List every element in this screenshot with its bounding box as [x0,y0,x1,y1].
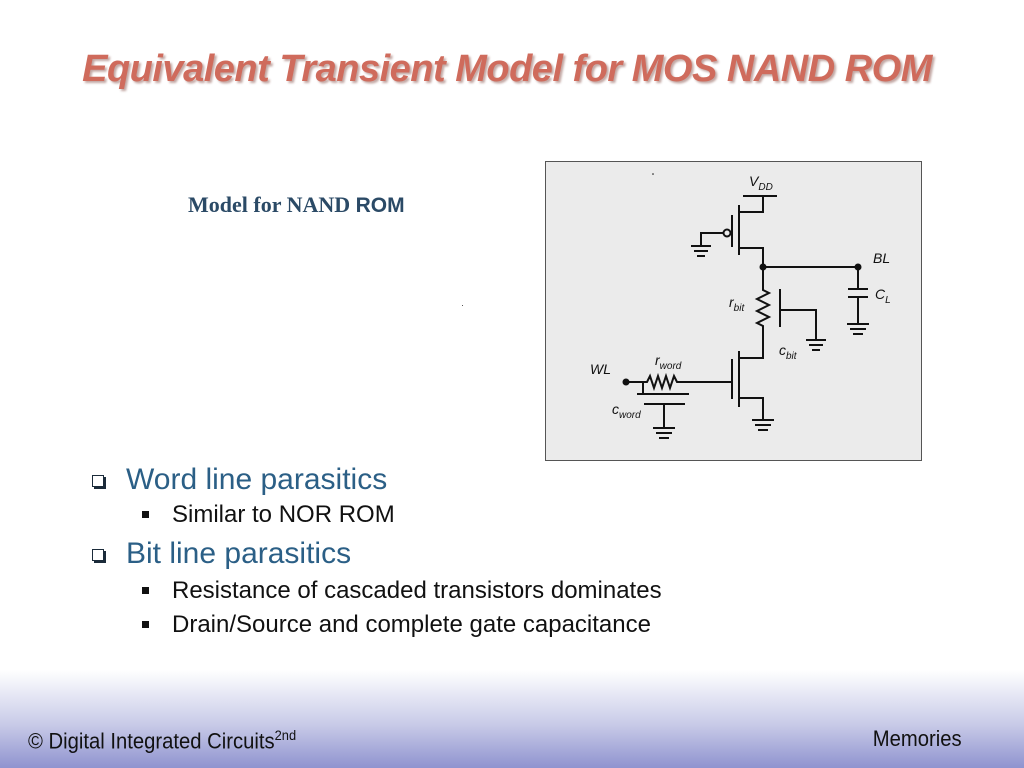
slide-title: Equivalent Transient Model for MOS NAND … [82,48,932,90]
vdd-label: VDD [749,173,773,193]
wl-terminal [622,378,630,386]
word-line [625,372,733,392]
nmos-transistor [731,351,764,420]
square-bullet-icon [142,621,149,628]
sub-bullet-item: Drain/Source and complete gate capacitan… [86,608,886,642]
top-stray-dot [652,173,654,175]
cword-ground [653,427,675,439]
sub-bullet-text: Drain/Source and complete gate capacitan… [172,611,651,638]
rword-label: rword [655,352,682,372]
pmos-transistor [738,205,764,268]
caption-rom-text: ROM [355,194,405,217]
bullet-list: Word line parasitics Similar to NOR ROM … [86,462,886,642]
sub-bullet-item: Resistance of cascaded transistors domin… [86,574,886,608]
vdd-rail [743,195,777,213]
cword-label: cword [612,401,641,421]
checkbox-bullet-icon [92,475,104,487]
bl-node-left [759,263,767,271]
footer-section-name: Memories [873,726,962,751]
cbit-capacitor [779,289,817,339]
bullet-item: Word line parasitics [86,462,886,498]
sub-bullet-text: Resistance of cascaded transistors domin… [172,577,662,604]
cl-capacitor [848,266,868,323]
bullet-item: Bit line parasitics [86,536,886,572]
wl-label: WL [590,361,611,377]
bullet-text: Word line parasitics [126,463,388,496]
footer-edition-sup: 2nd [274,726,297,743]
cl-label: CL [875,286,891,306]
bl-label: BL [873,250,890,266]
circuit-svg: VDD BL CL rbit cbit WL rword cword [590,173,891,439]
cbit-label: cbit [779,342,798,362]
nand-rom-circuit-diagram: VDD BL CL rbit cbit WL rword cword [545,161,922,461]
square-bullet-icon [142,511,149,518]
sub-bullet-item: Similar to NOR ROM [86,498,886,532]
cbit-ground [806,339,826,351]
rbit-resistor [754,266,772,359]
pmos-gate-wire [700,232,724,245]
footer-left-text: © Digital Integrated Circuits [28,728,275,753]
caption-main-text: Model for NAND [188,192,356,217]
nmos-ground [752,419,774,431]
checkbox-bullet-icon [92,549,104,561]
rbit-label: rbit [729,294,745,314]
cl-ground [847,323,869,335]
pmos-gate-bubble [722,228,732,238]
stray-dot [462,305,463,306]
sub-bullet-text: Similar to NOR ROM [172,501,395,528]
bl-node-right [854,263,862,271]
pmos-gate-ground [691,245,711,257]
model-caption: Model for NAND ROM [188,192,405,218]
cword-capacitor [637,381,689,427]
footer-copyright: © Digital Integrated Circuits2nd [28,727,296,754]
bullet-text: Bit line parasitics [126,537,352,570]
footer-bar: © Digital Integrated Circuits2nd Memorie… [0,670,1024,768]
square-bullet-icon [142,587,149,594]
